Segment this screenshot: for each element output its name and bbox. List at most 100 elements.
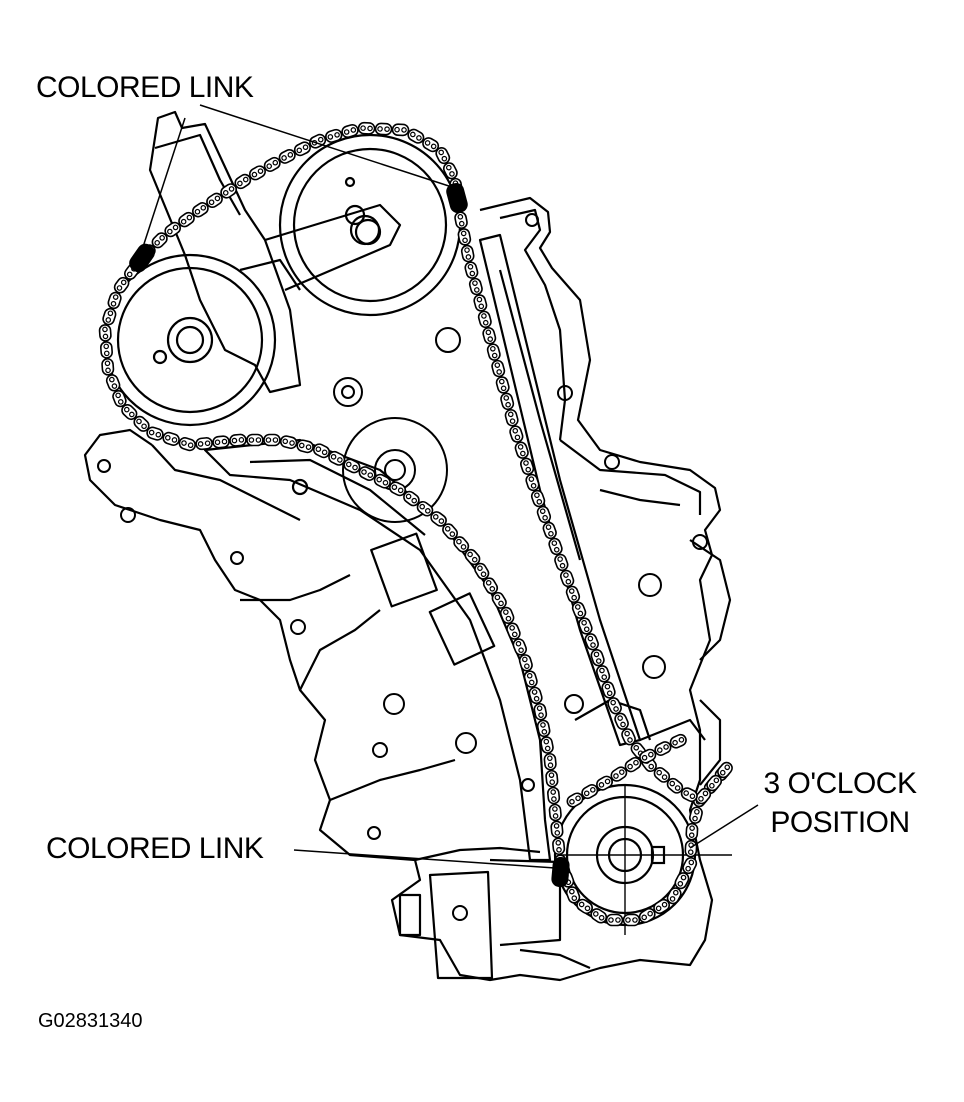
- chain-link: [112, 390, 127, 408]
- chain-link: [523, 670, 538, 688]
- chain-link: [248, 165, 266, 181]
- colored-link-label-bottom: COLORED LINK: [46, 832, 264, 865]
- chain-link: [654, 741, 672, 756]
- chain-link: [499, 606, 515, 624]
- chain-link: [113, 276, 130, 294]
- chain-link: [453, 536, 470, 553]
- chain-link: [328, 450, 346, 466]
- chain-link: [246, 433, 264, 447]
- chain-link: [514, 441, 529, 459]
- chain-link: [680, 787, 698, 803]
- chain-link: [666, 777, 684, 794]
- chain-link: [638, 907, 656, 924]
- chain-link: [504, 409, 519, 427]
- chain-link: [536, 719, 551, 738]
- chain-link: [543, 752, 557, 771]
- chain-link: [528, 686, 543, 705]
- leader-top-2: [199, 104, 456, 189]
- chain-link: [509, 425, 524, 443]
- chain-link: [495, 376, 510, 394]
- chain-link: [530, 489, 546, 508]
- colored-link-crank: [551, 857, 570, 888]
- chain-link: [98, 324, 112, 342]
- chain-link: [229, 433, 247, 447]
- chain-link: [374, 122, 393, 136]
- chain-link: [102, 307, 117, 326]
- chain-link: [639, 748, 657, 764]
- chain-link: [689, 806, 703, 824]
- chain-link: [278, 148, 296, 164]
- leader-top-1: [141, 117, 186, 251]
- chain-link: [206, 192, 223, 209]
- chain-link: [121, 403, 138, 421]
- chain-link: [554, 553, 569, 572]
- chain-link: [571, 601, 587, 619]
- chain-link: [341, 123, 359, 139]
- chain-link: [610, 766, 628, 782]
- colored-links: [129, 182, 570, 888]
- engine-front-cover: [83, 196, 732, 982]
- chain-link: [506, 622, 521, 640]
- figure-id: G02831340: [38, 1010, 143, 1032]
- chain-link: [468, 277, 483, 296]
- chain-link: [536, 505, 552, 524]
- chain-link: [552, 837, 566, 856]
- chain-link: [525, 473, 540, 492]
- chain-link: [550, 820, 564, 839]
- chain-link: [442, 162, 458, 180]
- chain-link: [584, 633, 599, 651]
- three-oclock-label: 3 O'CLOCK: [763, 767, 917, 800]
- chain-link: [614, 712, 629, 730]
- chain-link: [500, 392, 515, 411]
- chain-link: [279, 435, 298, 450]
- chain-link: [454, 211, 468, 229]
- chain-link: [442, 523, 458, 540]
- chain-link: [547, 786, 561, 805]
- chain-link: [566, 792, 584, 808]
- chain-link: [578, 617, 593, 635]
- crankshaft-sprocket: [553, 783, 732, 935]
- chain-link: [358, 466, 376, 481]
- chain-link: [178, 211, 195, 228]
- chain-link: [293, 141, 311, 157]
- chain-link: [533, 702, 548, 721]
- chain-link: [685, 822, 699, 841]
- leader-bottom: [293, 849, 556, 869]
- chain-link: [565, 585, 581, 604]
- chain-link: [596, 775, 613, 791]
- chain-link: [607, 697, 622, 715]
- chain-link: [312, 443, 331, 459]
- bolt-holes: [97, 213, 708, 921]
- chain-link: [460, 244, 475, 263]
- chain-link: [464, 261, 479, 279]
- chain-guide-left: [203, 438, 552, 862]
- chain-link: [565, 886, 581, 904]
- colored-link-left: [129, 243, 155, 273]
- chain-link: [343, 458, 361, 474]
- lower-housing: [398, 698, 706, 980]
- timing-chain: [98, 121, 733, 927]
- chain-link: [430, 511, 447, 527]
- chain-link: [621, 728, 636, 746]
- chain-link: [357, 121, 376, 135]
- chain-link: [373, 473, 391, 489]
- right-camshaft-sprocket: [278, 133, 462, 317]
- chain-link: [540, 736, 554, 754]
- chain-link: [482, 577, 499, 595]
- chain-link: [473, 294, 488, 312]
- chain-link: [100, 341, 113, 359]
- chain-link: [576, 898, 593, 915]
- chain-link: [464, 548, 481, 566]
- chain-link: [581, 784, 599, 800]
- chain-link: [590, 908, 608, 924]
- chain-link: [545, 769, 559, 788]
- chain-link: [146, 426, 164, 441]
- colored-link-right: [446, 182, 468, 214]
- chain-link: [491, 359, 506, 378]
- chain-link: [107, 291, 122, 310]
- leader-lines: [141, 104, 759, 869]
- chain-link: [178, 437, 196, 452]
- chain-link: [435, 147, 451, 165]
- chain-link: [164, 221, 182, 238]
- chain-link: [622, 913, 641, 927]
